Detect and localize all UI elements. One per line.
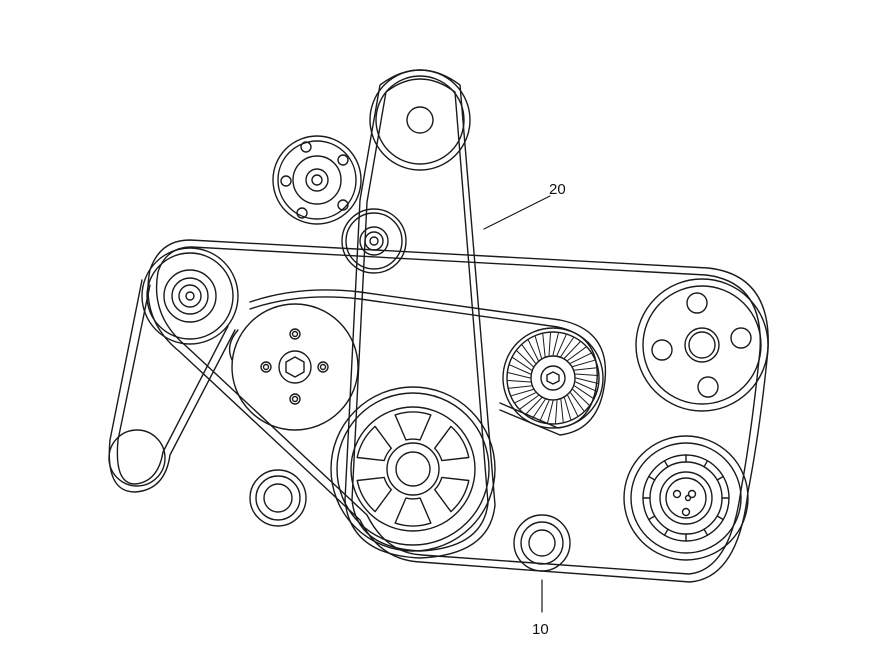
small-idler-pulley xyxy=(341,208,407,274)
small-bottom-pulley xyxy=(513,514,571,572)
damper-tooth xyxy=(648,515,656,521)
callout-10-label: 10 xyxy=(532,621,549,638)
tensioner-fin xyxy=(514,392,536,404)
belt-10-inner xyxy=(155,246,761,575)
callout-20-label: 20 xyxy=(549,181,566,198)
tensioner-fin xyxy=(527,339,539,361)
tensioner-fin xyxy=(556,334,567,356)
crankshaft-window xyxy=(434,476,470,513)
tensioner-fin xyxy=(572,389,590,406)
crankshaft-window xyxy=(394,411,432,441)
tensioner-fin xyxy=(575,381,597,392)
left-idler-pulley xyxy=(141,247,239,345)
tensioner-fin xyxy=(575,377,599,384)
damper-tooth xyxy=(703,460,709,468)
tensioner-fin xyxy=(567,346,587,361)
tensioner-fin xyxy=(574,385,594,399)
crankshaft-pulley xyxy=(330,386,496,552)
tensioner-fin xyxy=(547,400,554,424)
tensioner-fin xyxy=(542,333,546,357)
tensioner-fin xyxy=(555,400,558,424)
belt-20-left-loop-inner xyxy=(116,284,229,485)
damper-tooth xyxy=(716,475,724,481)
tensioner-fin xyxy=(507,372,531,379)
tensioner-fin xyxy=(508,385,532,389)
tensioner-fin xyxy=(516,350,534,367)
damper-tooth xyxy=(703,528,709,536)
tensioner-fins xyxy=(507,332,599,424)
tensioner-fin xyxy=(564,341,581,359)
tensioner-fin xyxy=(509,364,531,375)
belt-10-lower-run xyxy=(228,329,239,361)
tensioner-fin xyxy=(560,337,574,357)
tensioner-fin xyxy=(521,344,536,364)
tensioner-fin xyxy=(575,373,599,376)
tensioner-fin xyxy=(534,336,542,359)
belt-10-inner-run xyxy=(249,289,607,436)
belt-10-inner-run-b xyxy=(249,296,598,429)
tensioner-pulley xyxy=(502,327,604,429)
tensioner-fin xyxy=(507,380,531,383)
belt-20-inner xyxy=(351,78,489,552)
lower-left-pulley xyxy=(108,429,166,487)
damper-tooth xyxy=(716,515,724,521)
tensioner-fin xyxy=(567,395,579,417)
right-lower-pulley xyxy=(623,435,749,561)
crankshaft-windows xyxy=(356,411,470,527)
crankshaft-window xyxy=(356,425,392,462)
damper-tooth xyxy=(648,475,656,481)
tensioner-fin xyxy=(564,397,572,420)
right-upper-pulley xyxy=(635,278,769,412)
crankshaft-window xyxy=(356,476,392,513)
tensioner-fin xyxy=(574,367,598,371)
tensioner-fin xyxy=(570,352,592,364)
crankshaft-window xyxy=(394,497,432,527)
damper-tooth xyxy=(663,460,669,468)
water-pump-pulley xyxy=(231,303,359,431)
tensioner-fin xyxy=(560,399,564,423)
tensioner-fin xyxy=(532,399,546,419)
tensioner-fin xyxy=(548,332,551,356)
tensioner-fin xyxy=(570,392,585,412)
callout-10: 10 xyxy=(532,579,549,638)
callout-20: 20 xyxy=(483,181,566,230)
tensioner-fin xyxy=(539,400,550,422)
tensioner-fin xyxy=(572,359,595,367)
tensioner-fin xyxy=(512,357,532,371)
right-lower-pulley-teeth xyxy=(642,454,730,542)
damper-tooth xyxy=(663,528,669,536)
tensioner-fin xyxy=(552,332,559,356)
tensioner-fin xyxy=(511,389,534,397)
tensioner-fin xyxy=(525,397,542,415)
small-lower-left-pulley xyxy=(249,469,307,527)
upper-accessory-pulley xyxy=(272,135,362,225)
tensioner-fin xyxy=(519,395,539,410)
top-idler-pulley xyxy=(369,69,471,171)
crankshaft-window xyxy=(434,425,470,462)
